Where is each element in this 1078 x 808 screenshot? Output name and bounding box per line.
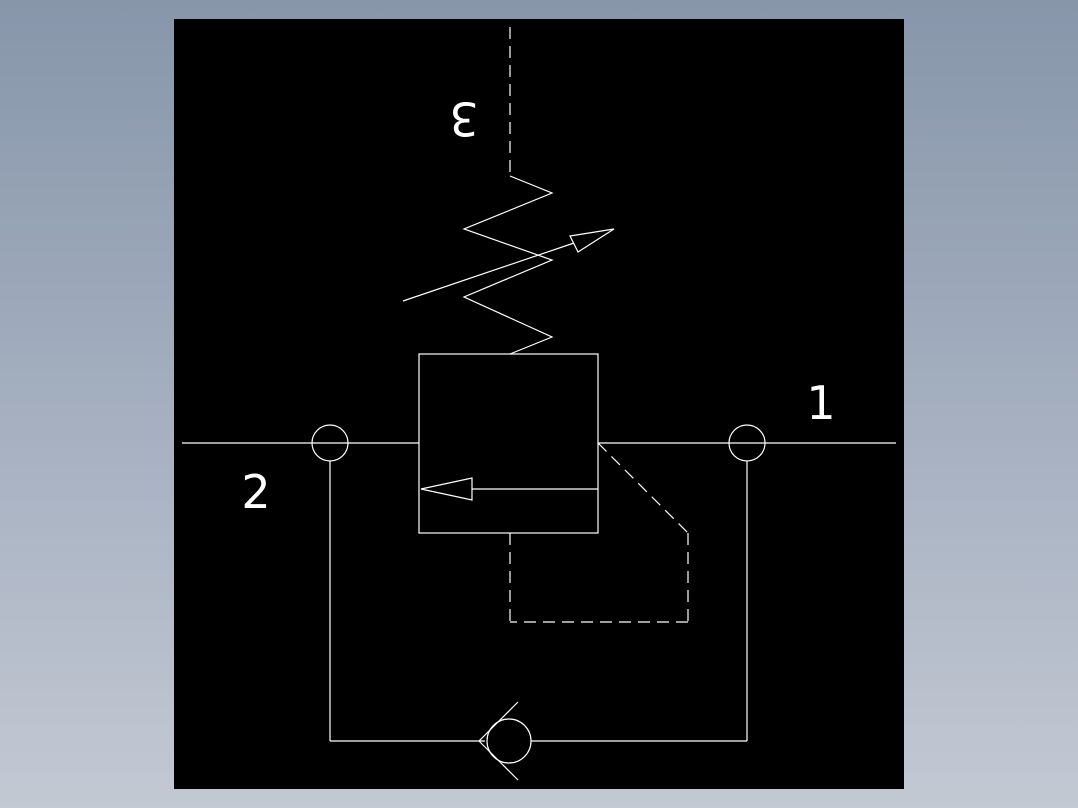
check-valve-seat-top — [478, 701, 519, 742]
check-valve-icon — [486, 718, 532, 764]
pilot-line-diagonal — [597, 442, 689, 534]
port-label-3: 3 — [449, 92, 478, 146]
spring-adjust-arrow-shaft — [402, 242, 575, 302]
adjustable-spring-icon — [462, 175, 554, 355]
drawing-canvas — [174, 19, 904, 789]
port-label-1: 1 — [806, 376, 835, 430]
spring-adjust-arrow-head-icon — [569, 228, 615, 253]
valve-flow-arrow-head-icon — [420, 477, 473, 501]
port-label-2: 2 — [241, 465, 270, 519]
check-valve-seat-bottom — [478, 740, 519, 781]
valve-body-icon — [418, 353, 599, 534]
